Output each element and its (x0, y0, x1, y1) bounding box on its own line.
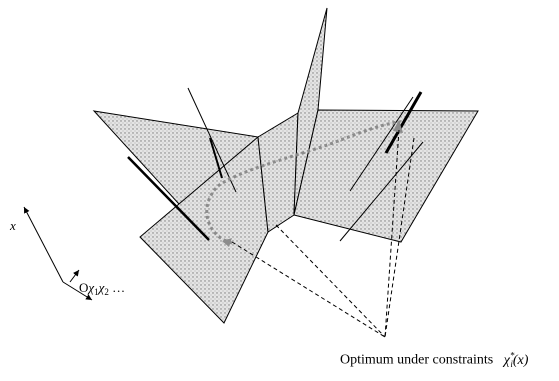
rod-right-thick (384, 91, 423, 154)
caption-math: χ*i(x) (503, 350, 529, 370)
caption-text: Optimum under constraints (340, 352, 494, 368)
optimum-path-arrow-left (222, 238, 232, 247)
chi-axis-arrow (62, 281, 93, 301)
rod-left-upper (187, 87, 237, 193)
optimum-path (205, 120, 401, 245)
rod-right-upper (349, 96, 414, 192)
x-axis-arrow (23, 206, 64, 283)
optimum-path-arrow-right (393, 120, 403, 133)
rod-left-mid (209, 137, 223, 179)
x-axis-label: x (9, 218, 16, 233)
rod-left-thick (127, 156, 210, 241)
plane-right (293, 109, 479, 243)
optimum-caption: Optimum under constraints χ*i(x) (340, 350, 555, 372)
rod-right-lower (339, 141, 424, 242)
origin-axes-label: Oχ1χ2 … (79, 280, 125, 297)
leader-lines (231, 129, 415, 338)
chi-axis-arrow-2 (69, 269, 80, 283)
